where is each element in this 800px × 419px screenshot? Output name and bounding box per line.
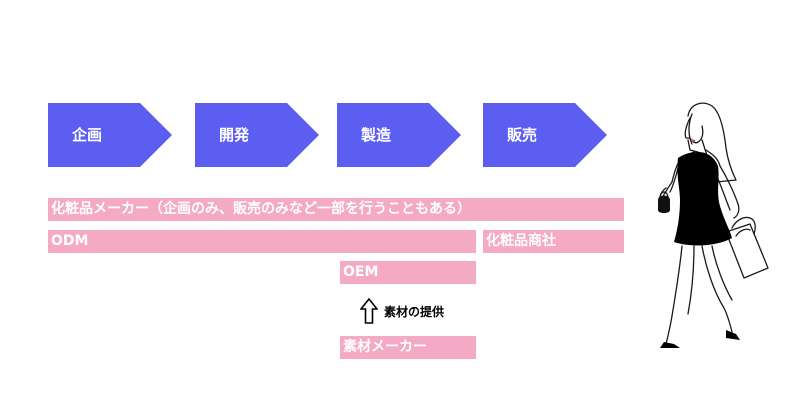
stage-development: 開発	[195, 103, 319, 167]
up-arrow-icon	[360, 298, 378, 324]
bar-oem: OEM	[340, 261, 476, 284]
chevron-shape	[195, 103, 319, 167]
stage-manufacturing: 製造	[337, 103, 461, 167]
bar-odm: ODM	[48, 230, 476, 253]
bar-cosmetics-maker: 化粧品メーカー（企画のみ、販売のみなど一部を行うこともある）	[48, 198, 624, 221]
stage-label: 製造	[361, 126, 392, 144]
bar-material-maker: 素材メーカー	[340, 336, 476, 359]
chevron-shape	[483, 103, 607, 167]
chevron-shape	[337, 103, 461, 167]
bar-cosmetics-trading-company: 化粧品商社	[483, 230, 624, 253]
stage-label: 販売	[507, 126, 538, 144]
stage-label: 企画	[72, 126, 103, 144]
stage-sales: 販売	[483, 103, 607, 167]
material-supply: 素材の提供	[360, 296, 444, 326]
stage-label: 開発	[219, 126, 250, 144]
shopping-woman-illustration	[658, 102, 769, 348]
chevron-shape	[48, 103, 172, 167]
stage-planning: 企画	[48, 103, 172, 167]
material-supply-label: 素材の提供	[384, 304, 445, 319]
